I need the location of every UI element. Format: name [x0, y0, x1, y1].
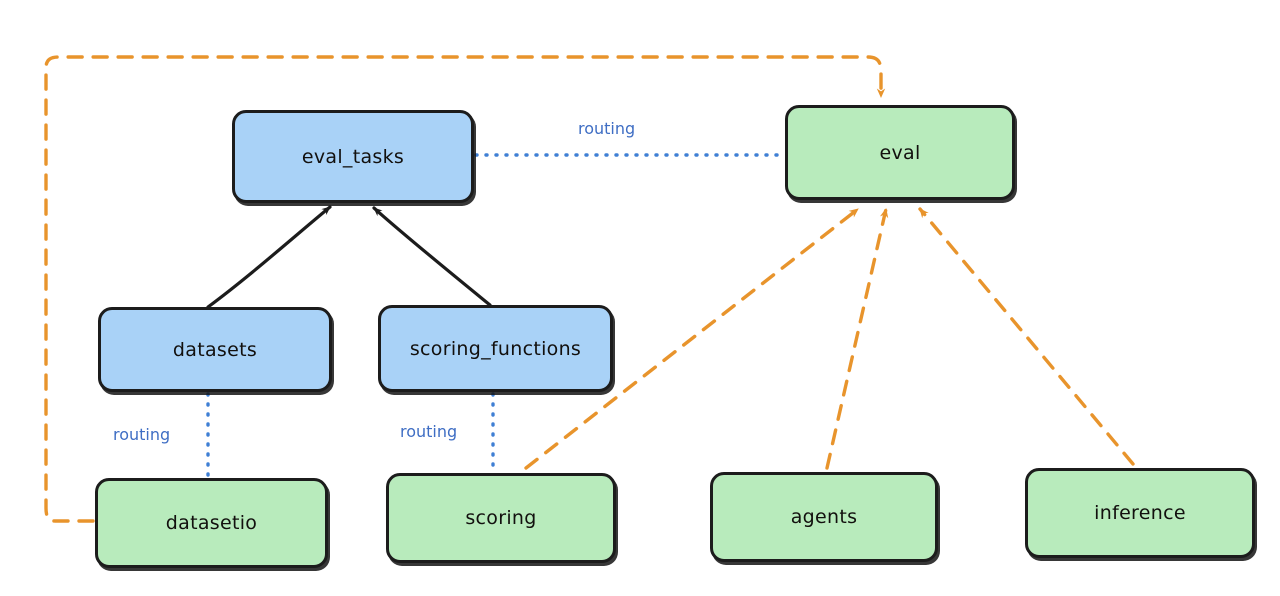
- node-label-agents: agents: [790, 506, 858, 528]
- node-datasetio[interactable]: datasetio: [95, 478, 328, 568]
- edge-dep-datasetio-to-eval: [44, 55, 886, 523]
- node-label-datasets: datasets: [172, 338, 258, 361]
- node-label-eval-tasks: eval_tasks: [301, 145, 405, 168]
- edge-label-routing-datasets-datasetio: routing: [110, 425, 174, 444]
- node-scoring-functions[interactable]: scoring_functions: [378, 305, 613, 392]
- node-datasets[interactable]: datasets: [98, 307, 332, 392]
- edge-dep-agents-to-eval: [825, 207, 889, 470]
- node-label-scoring: scoring: [465, 507, 537, 529]
- edge-label-routing-scoring-functions-scoring: routing: [397, 422, 461, 441]
- edge-datasets-to-eval-tasks: [206, 205, 332, 309]
- edge-label-routing-eval-tasks-eval: routing: [575, 119, 639, 138]
- node-scoring[interactable]: scoring: [386, 473, 616, 563]
- edge-dep-scoring-to-eval: [524, 207, 860, 470]
- node-eval[interactable]: eval: [785, 105, 1015, 200]
- node-label-eval: eval: [879, 141, 921, 164]
- edge-dep-inference-to-eval: [918, 207, 1135, 466]
- edge-scoring-functions-to-eval-tasks: [372, 206, 492, 307]
- node-agents[interactable]: agents: [710, 472, 938, 562]
- node-inference[interactable]: inference: [1025, 468, 1255, 558]
- node-eval-tasks[interactable]: eval_tasks: [232, 110, 474, 203]
- node-label-inference: inference: [1094, 502, 1186, 524]
- node-label-datasetio: datasetio: [165, 512, 258, 534]
- node-label-scoring-functions: scoring_functions: [409, 337, 582, 360]
